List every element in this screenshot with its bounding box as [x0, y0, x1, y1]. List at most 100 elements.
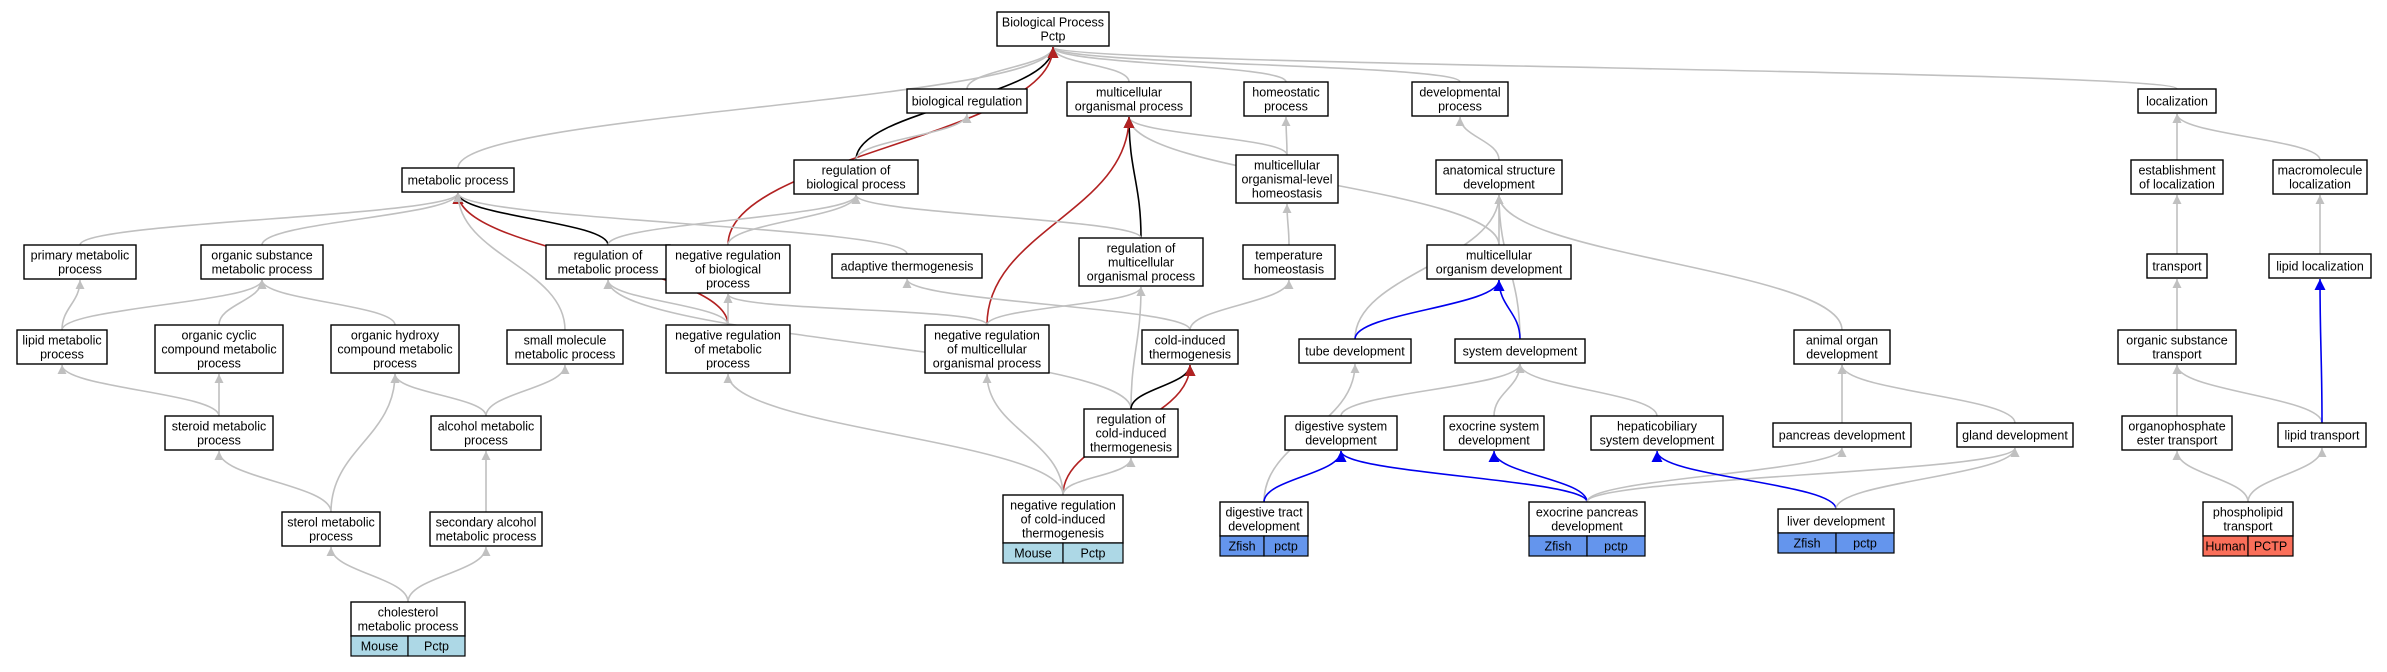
term-label: compound metabolic — [337, 343, 452, 357]
edge-is-a — [1455, 116, 1500, 161]
term-label: temperature — [1255, 249, 1322, 263]
term-label: biological process — [806, 178, 905, 192]
edge-is-a — [61, 279, 267, 331]
term-node-tubedev[interactable]: tube development — [1298, 338, 1412, 364]
term-label: negative regulation — [934, 329, 1040, 343]
term-label: of localization — [2139, 178, 2215, 192]
edge-is-a — [214, 450, 332, 513]
term-node-liploc[interactable]: lipid localization — [2268, 253, 2372, 279]
edge-part-of — [1335, 450, 1588, 503]
edge-is-a — [57, 364, 220, 417]
species-label: Zfish — [1228, 540, 1255, 554]
edge-regulates — [1123, 116, 1142, 239]
edge-negatively-regulates — [727, 46, 1059, 246]
term-label: multicellular — [1466, 249, 1532, 263]
term-node-adapt[interactable]: adaptive thermogenesis — [831, 253, 983, 279]
edge-is-a — [1062, 457, 1136, 496]
term-label: metabolic process — [515, 348, 616, 362]
edge-part-of — [1263, 450, 1347, 503]
term-node-metab[interactable]: metabolic process — [401, 167, 515, 193]
term-label: metabolic process — [408, 174, 509, 188]
term-label: macromolecule — [2278, 164, 2363, 178]
edge-is-a — [603, 279, 1132, 410]
term-label: organic substance — [211, 249, 313, 263]
gene-cell — [1835, 532, 1895, 554]
term-label: organismal process — [1075, 100, 1183, 114]
edge-is-a — [855, 113, 972, 161]
term-label: metabolic process — [212, 263, 313, 277]
edge-is-a — [1494, 194, 1843, 331]
gene-cell — [1062, 542, 1124, 564]
term-label: process — [197, 434, 241, 448]
term-node-sysdev[interactable]: system development — [1454, 338, 1586, 364]
term-label: system development — [1600, 434, 1715, 448]
term-label: development — [1463, 178, 1535, 192]
edge-is-a — [390, 373, 487, 417]
edge-is-a — [1493, 363, 1525, 417]
term-label: secondary alcohol — [436, 516, 537, 530]
term-node-transport[interactable]: transport — [2146, 253, 2208, 279]
term-node-pancdev[interactable]: pancreas development — [1772, 422, 1912, 448]
term-label: metabolic process — [436, 530, 537, 544]
term-label: development — [1551, 520, 1623, 534]
term-label: alcohol metabolic — [438, 420, 535, 434]
edge-is-a — [723, 373, 1064, 496]
term-node-glanddev[interactable]: gland development — [1956, 422, 2074, 448]
term-node-liverdev[interactable]: liver development — [1777, 508, 1895, 534]
edge-is-a — [330, 373, 400, 513]
term-node-bioreg[interactable]: biological regulation — [906, 88, 1028, 114]
term-label: tube development — [1305, 345, 1405, 359]
gene-label: pctp — [1853, 537, 1877, 551]
term-node-loc[interactable]: localization — [2137, 88, 2217, 114]
term-label: regulation of — [1097, 413, 1166, 427]
term-label: animal organ — [1806, 334, 1878, 348]
term-node-liptrans[interactable]: lipid transport — [2277, 422, 2367, 448]
term-label: process — [58, 263, 102, 277]
edge-is-a — [2247, 447, 2327, 503]
term-label: development — [1228, 520, 1300, 534]
